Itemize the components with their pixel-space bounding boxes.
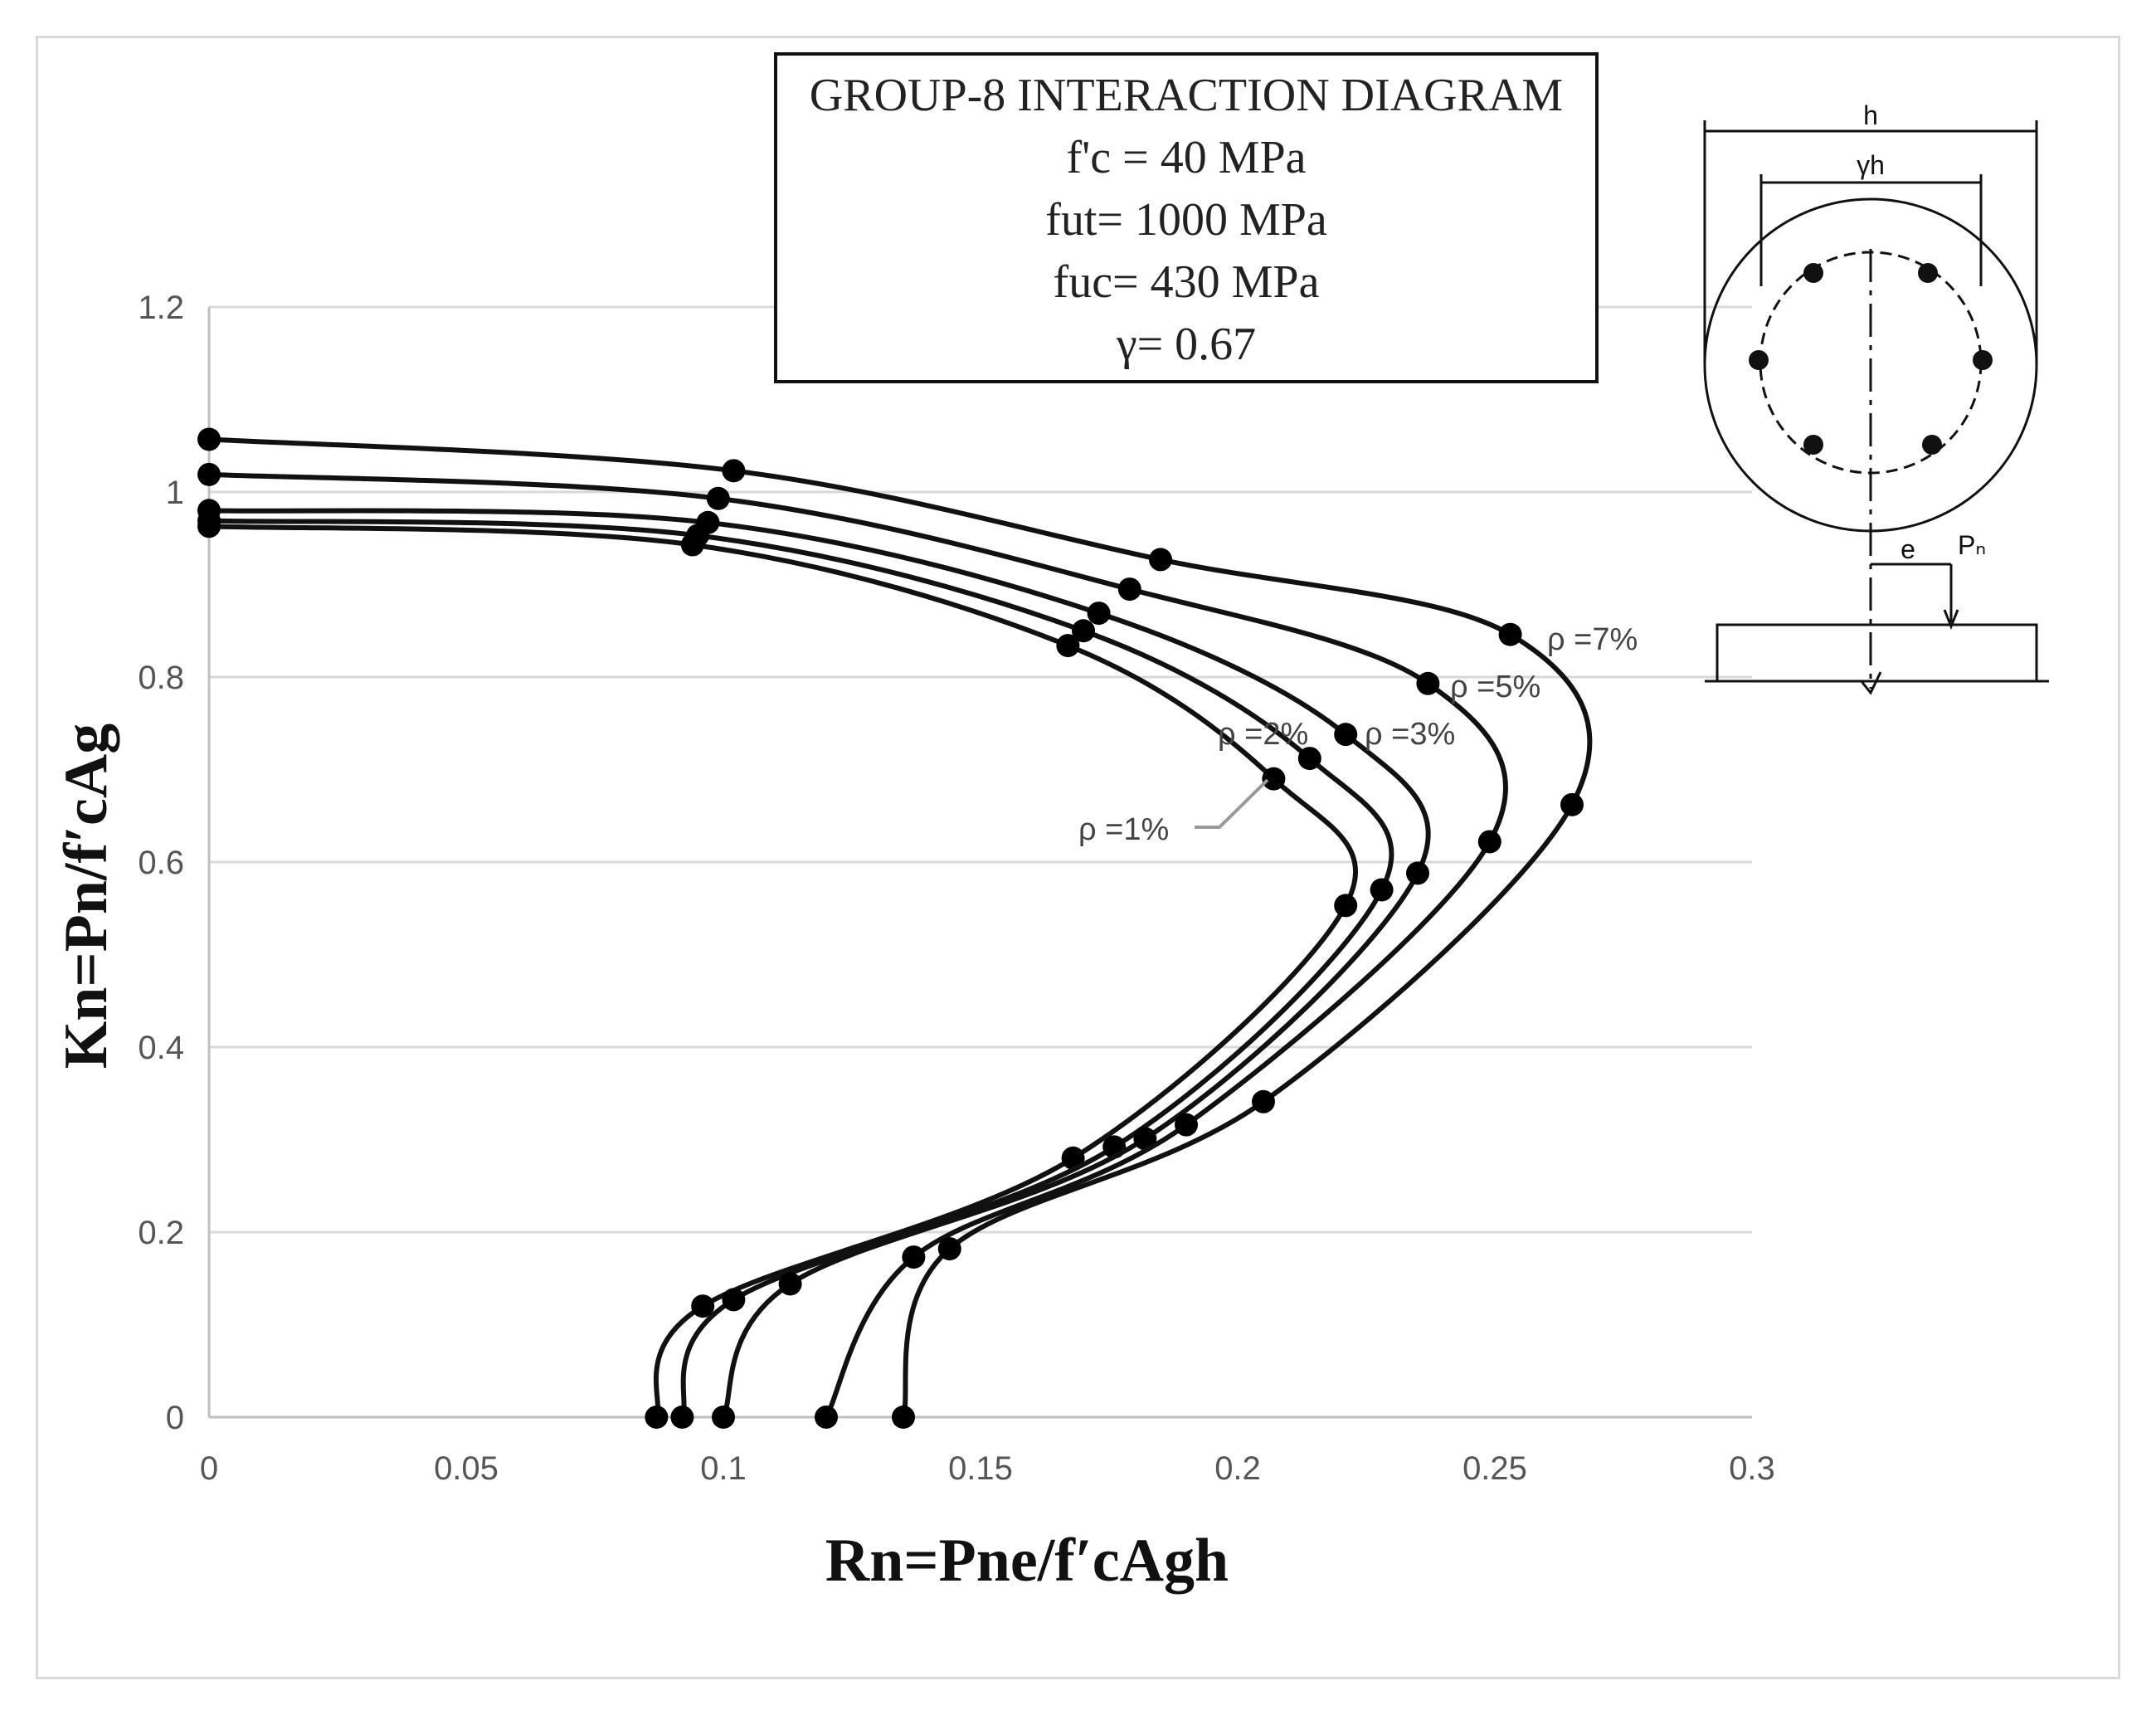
- series-label: ρ =3%: [1365, 717, 1455, 752]
- series-label: ρ =2%: [1218, 717, 1308, 752]
- data-point: [1061, 1146, 1085, 1170]
- y-tick-label: 1.2: [138, 290, 184, 326]
- figure-frame: [36, 36, 2120, 1679]
- data-point: [1560, 792, 1584, 816]
- data-point: [670, 1406, 694, 1429]
- column-section-inset: h γh e Pₙ: [1703, 100, 2049, 695]
- title-line-5: γ= 0.67: [1116, 319, 1256, 370]
- data-point: [1117, 577, 1141, 602]
- x-tick-label: 0.05: [434, 1450, 499, 1487]
- data-point: [1072, 619, 1095, 643]
- title-line-1: GROUP-8 INTERACTION DIAGRAM: [810, 70, 1563, 121]
- data-point: [722, 1288, 746, 1312]
- data-point: [691, 1294, 715, 1318]
- label-leader-line: [1195, 778, 1269, 829]
- y-axis-title: Kn=Pn/f′cAg: [52, 724, 120, 1069]
- title-line-2: f'c = 40 MPa: [1067, 132, 1307, 183]
- data-point: [1334, 723, 1358, 747]
- title-box-frame: [774, 52, 1599, 383]
- load-label: Pₙ: [1958, 530, 1986, 560]
- gridlines: [209, 305, 1752, 1234]
- data-point: [1056, 634, 1080, 658]
- data-point: [696, 510, 720, 534]
- x-axis-title: Rn=Pne/f′cAgh: [825, 1527, 1229, 1595]
- data-point: [1297, 747, 1321, 771]
- data-point: [1334, 894, 1358, 918]
- y-tick-label: 0.6: [138, 845, 184, 881]
- data-point: [1498, 622, 1522, 646]
- data-point: [1477, 830, 1501, 854]
- x-tick-label: 0.3: [1729, 1450, 1775, 1487]
- inner-width-label: γh: [1857, 150, 1885, 180]
- data-point: [1087, 602, 1111, 626]
- y-tick-label: 0.2: [138, 1215, 184, 1251]
- data-point: [1133, 1127, 1157, 1151]
- base-block: [1716, 623, 2038, 683]
- series-line: [208, 508, 1431, 1419]
- y-tick-label: 0.4: [138, 1030, 184, 1066]
- data-point: [712, 1406, 735, 1429]
- x-tick-label: 0.2: [1214, 1450, 1261, 1487]
- width-label: h: [1863, 100, 1878, 130]
- data-point: [815, 1406, 838, 1429]
- series-curves: [197, 427, 1593, 1429]
- data-point: [706, 486, 730, 510]
- data-point: [197, 427, 221, 451]
- series-label: ρ =1%: [1078, 812, 1169, 847]
- data-point: [1416, 671, 1440, 695]
- data-point: [937, 1237, 961, 1261]
- series-label: ρ =5%: [1450, 670, 1540, 704]
- data-point: [1252, 1089, 1275, 1113]
- data-point: [197, 499, 221, 523]
- tick-labels: 0 0.2 0.4 0.6 0.8 1 1.2 0 0.05 0.1 0.15 0.2 0.25 0.3: [138, 290, 1774, 1487]
- load-arrowhead: [1943, 609, 1959, 631]
- eccentricity-label: e: [1900, 534, 1915, 564]
- title-line-3: fut= 1000 MPa: [1045, 194, 1327, 246]
- data-point: [1149, 548, 1172, 572]
- series-line: [208, 471, 1508, 1419]
- x-tick-label: 0: [200, 1450, 218, 1487]
- y-tick-label: 1: [166, 475, 184, 511]
- x-tick-label: 0.1: [700, 1450, 747, 1487]
- x-tick-label: 0.25: [1462, 1450, 1527, 1487]
- data-point: [645, 1406, 669, 1429]
- data-point: [197, 462, 221, 486]
- series-label: ρ =7%: [1547, 622, 1638, 657]
- data-point: [1406, 861, 1429, 885]
- title-box: GROUP-8 INTERACTION DIAGRAM f'c = 40 MPa…: [774, 52, 1599, 383]
- data-point: [722, 459, 746, 483]
- y-tick-label: 0: [166, 1400, 184, 1436]
- data-point: [1370, 878, 1394, 902]
- title-line-4: fuc= 430 MPa: [1054, 256, 1320, 308]
- axes: [207, 307, 1752, 1419]
- data-point: [1175, 1113, 1198, 1137]
- data-point: [902, 1245, 926, 1269]
- data-point: [778, 1272, 802, 1296]
- series-labels: ρ =1% ρ =2% ρ =3% ρ =5%ρ =7%: [1078, 622, 1638, 847]
- support-mark: [1859, 671, 1882, 695]
- data-point: [1262, 767, 1286, 791]
- x-tick-label: 0.15: [948, 1450, 1013, 1487]
- y-tick-label: 0.8: [138, 660, 184, 696]
- rebar-dots: [1749, 263, 1993, 455]
- data-point: [892, 1406, 915, 1429]
